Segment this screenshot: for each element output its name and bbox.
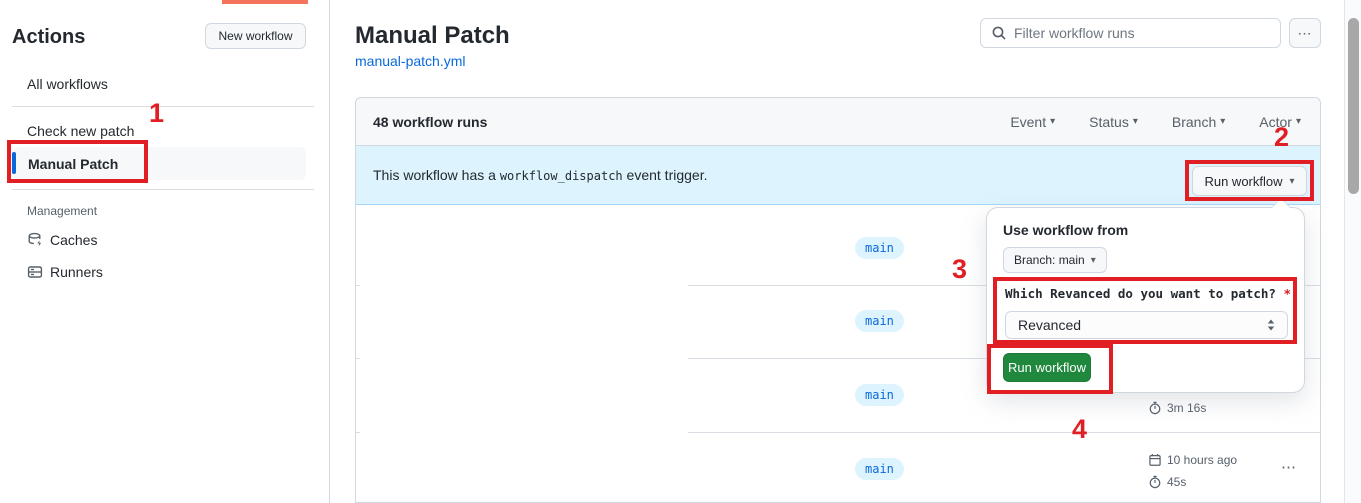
redacted-run-titles-area: [360, 206, 688, 502]
branch-badge[interactable]: main: [855, 237, 904, 259]
search-icon: [992, 26, 1006, 40]
branch-select-button[interactable]: Branch: main ▾: [1003, 247, 1107, 273]
run-row-kebab-button[interactable]: ⋯: [1281, 458, 1297, 476]
chevron-down-icon: ▾: [1289, 175, 1295, 187]
chevron-down-icon: ▾: [1090, 254, 1096, 266]
sidebar-item-all-workflows[interactable]: All workflows: [27, 76, 108, 92]
workflow-dispatch-code: workflow_dispatch: [499, 169, 623, 183]
caches-icon: [28, 232, 42, 247]
kebab-icon: ⋯: [1297, 24, 1313, 41]
new-workflow-button[interactable]: New workflow: [205, 23, 306, 49]
workflow-file-link[interactable]: manual-patch.yml: [355, 53, 466, 69]
kebab-icon: ⋯: [1281, 459, 1297, 476]
filter-branch[interactable]: Branch ▾: [1171, 113, 1226, 130]
search-input[interactable]: [1014, 25, 1270, 41]
run-duration: 45s: [1148, 475, 1186, 489]
branch-badge[interactable]: main: [855, 310, 904, 332]
stopwatch-icon: [1149, 475, 1161, 489]
filter-status[interactable]: Status ▾: [1089, 113, 1138, 130]
filter-event[interactable]: Event ▾: [1010, 113, 1056, 130]
page-title: Manual Patch: [355, 22, 510, 49]
filter-actor[interactable]: Actor ▾: [1259, 113, 1301, 130]
use-workflow-from-label: Use workflow from: [1003, 222, 1129, 238]
sidebar-divider: [12, 106, 314, 107]
sidebar-item-caches-label: Caches: [50, 232, 98, 248]
sidebar-divider: [12, 189, 314, 190]
runs-count: 48 workflow runs: [373, 113, 488, 130]
row-divider: [356, 432, 1320, 433]
chevron-down-icon: ▾: [1050, 116, 1056, 127]
calendar-icon: [1149, 454, 1161, 466]
chevron-down-icon: ▾: [1295, 116, 1301, 127]
run-workflow-submit-button[interactable]: Run workflow: [1003, 353, 1091, 382]
clipped-annotation-bar: [222, 0, 308, 4]
scrollbar-thumb[interactable]: [1348, 18, 1359, 194]
management-section-label: Management: [27, 204, 98, 218]
banner-text: This workflow has a workflow_dispatch ev…: [373, 167, 708, 183]
required-asterisk: *: [1283, 286, 1291, 301]
row-divider: [356, 358, 1320, 359]
sidebar-item-caches[interactable]: Caches: [27, 232, 97, 248]
workflow-dispatch-banner: This workflow has a workflow_dispatch ev…: [356, 146, 1320, 205]
branch-badge[interactable]: main: [855, 384, 904, 406]
chevron-down-icon: ▾: [1220, 116, 1226, 127]
selected-indicator-bar: [12, 152, 16, 174]
sidebar-item-manual-patch-label: Manual Patch: [28, 156, 119, 172]
filter-runs-search[interactable]: [980, 18, 1281, 48]
run-duration: 3m 16s: [1148, 401, 1206, 415]
updown-caret-icon: [1267, 319, 1275, 331]
runners-icon: [27, 266, 43, 278]
stopwatch-icon: [1149, 401, 1161, 415]
sidebar-title: Actions: [12, 26, 86, 48]
sidebar-item-manual-patch[interactable]: [12, 147, 306, 180]
dropdown-caret: [1272, 199, 1290, 208]
branch-badge[interactable]: main: [855, 458, 904, 480]
page-kebab-button[interactable]: ⋯: [1289, 18, 1321, 48]
sidebar-item-runners[interactable]: Runners: [27, 264, 103, 280]
run-workflow-dropdown-button[interactable]: Run workflow ▾: [1192, 166, 1307, 196]
workflow-input-label: Which Revanced do you want to patch? *: [1005, 286, 1291, 301]
run-started-time: 10 hours ago: [1148, 453, 1237, 467]
scrollbar-track[interactable]: [1344, 0, 1361, 503]
row-divider: [356, 285, 1320, 286]
chevron-down-icon: ▾: [1132, 116, 1138, 127]
sidebar-item-runners-label: Runners: [50, 264, 103, 280]
runs-table-header: 48 workflow runs Event ▾ Status ▾ Branch…: [356, 98, 1320, 146]
actions-sidebar: Actions New workflow All workflows Check…: [0, 0, 330, 503]
run-workflow-dialog: Use workflow from Branch: main ▾ Which R…: [986, 207, 1305, 393]
revanced-select[interactable]: Revanced: [1005, 311, 1288, 339]
sidebar-item-check-new-patch[interactable]: Check new patch: [27, 123, 135, 139]
run-filters: Event ▾ Status ▾ Branch ▾ Actor ▾: [1010, 114, 1301, 130]
